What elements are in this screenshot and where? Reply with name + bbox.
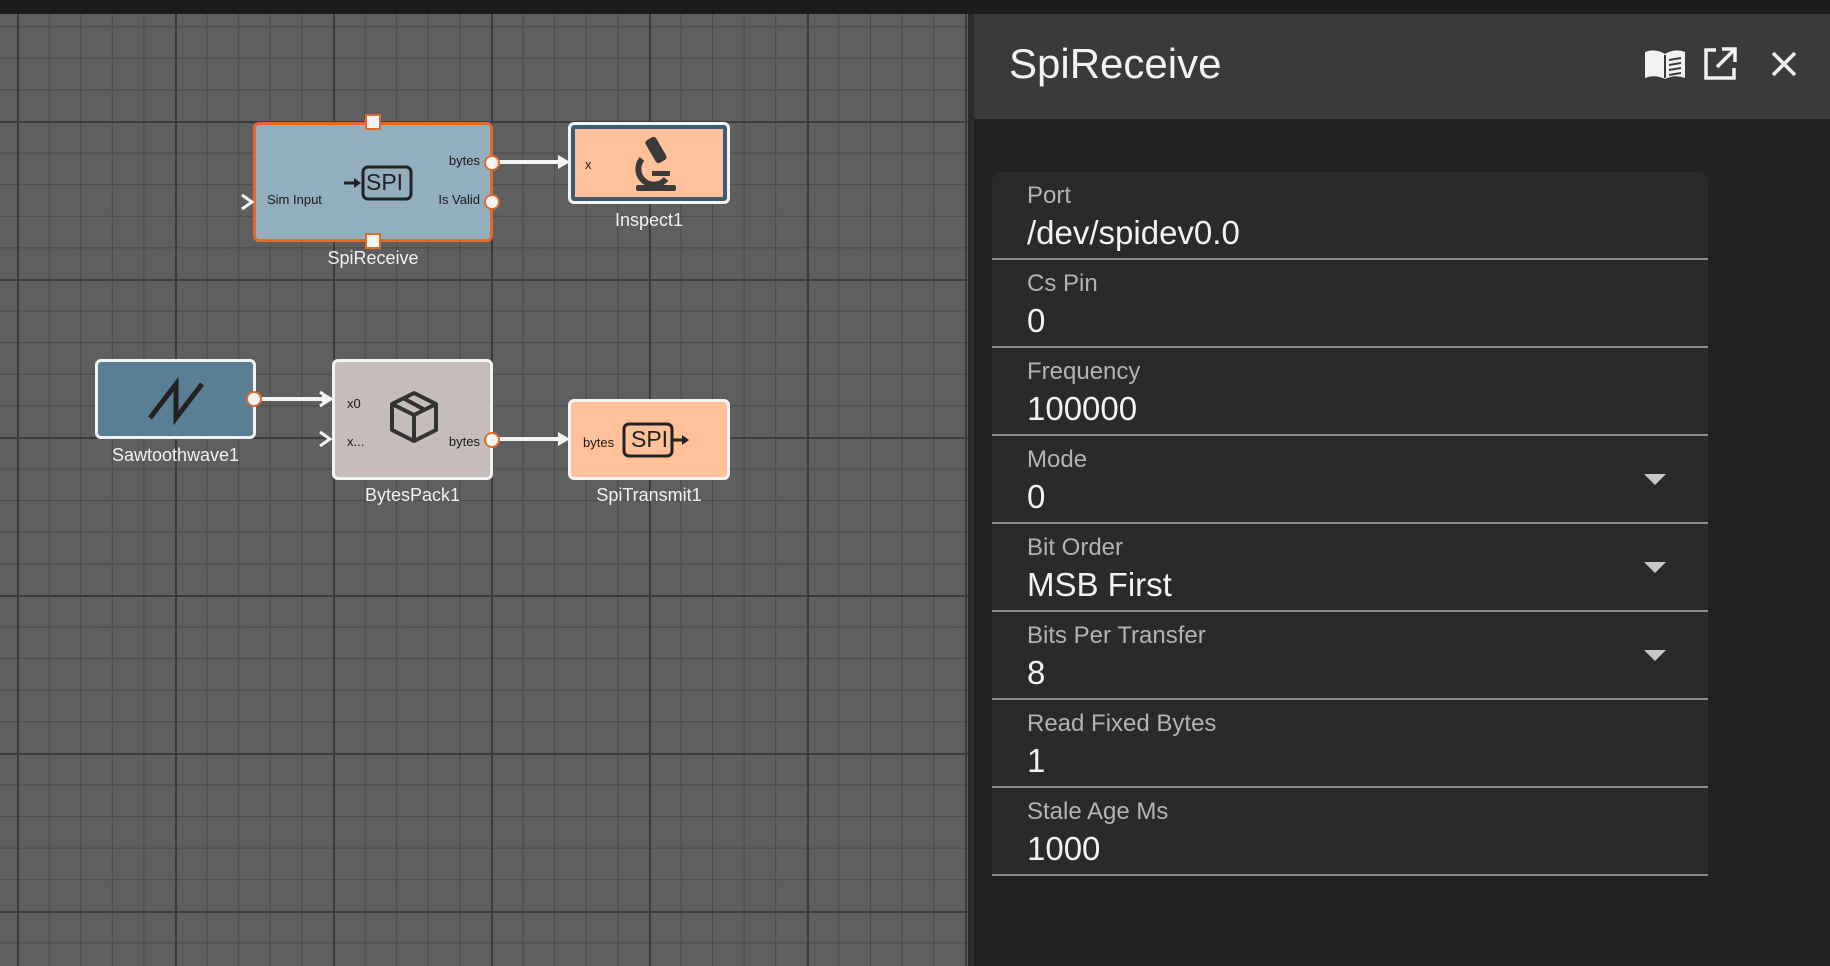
panel-title: SpiReceive bbox=[1009, 40, 1222, 87]
node-spireceive[interactable]: SPI bytes Is Valid Sim Input bbox=[253, 122, 493, 242]
dropdown-arrow-icon[interactable] bbox=[1644, 474, 1666, 485]
node-inspect1[interactable]: x bbox=[568, 122, 730, 204]
field-read-fixed-bytes[interactable]: Read Fixed Bytes 1 bbox=[992, 700, 1708, 788]
field-label: Mode bbox=[1027, 446, 1088, 473]
port-label-bytes: bytes bbox=[583, 435, 615, 450]
arrow-head bbox=[558, 432, 570, 446]
node-label-sawtoothwave1: Sawtoothwave1 bbox=[111, 445, 240, 465]
field-label: Port bbox=[1027, 182, 1072, 209]
node-label-spitransmit1: SpiTransmit1 bbox=[596, 485, 702, 505]
field-cs-pin[interactable]: Cs Pin 0 bbox=[992, 260, 1708, 348]
field-mode[interactable]: Mode 0 bbox=[992, 436, 1708, 524]
field-stale-age-ms[interactable]: Stale Age Ms 1000 bbox=[992, 788, 1708, 876]
port-label-sim-input: Sim Input bbox=[267, 192, 322, 207]
node-label-inspect1: Inspect1 bbox=[614, 210, 684, 230]
field-label: Cs Pin bbox=[1027, 270, 1098, 297]
properties-panel: SpiReceive Port /dev/spidev0.0 Cs bbox=[974, 14, 1830, 966]
field-label: Stale Age Ms bbox=[1027, 798, 1169, 825]
sawtooth-wave-icon bbox=[148, 376, 204, 426]
top-square-port[interactable] bbox=[365, 114, 381, 130]
spireceive-icon-text: SPI bbox=[366, 169, 404, 195]
top-bar bbox=[0, 0, 1830, 14]
field-value[interactable]: 8 bbox=[1027, 654, 1046, 691]
field-bit-order[interactable]: Bit Order MSB First bbox=[992, 524, 1708, 612]
port-label-x-more: x... bbox=[347, 434, 365, 449]
panel-divider[interactable] bbox=[968, 14, 974, 966]
spi-transmit-icon bbox=[622, 422, 689, 458]
microscope-icon bbox=[635, 136, 676, 191]
open-external-icon[interactable] bbox=[1702, 46, 1738, 82]
arrow-head bbox=[558, 155, 570, 169]
output-port-bytespack[interactable] bbox=[484, 432, 500, 448]
node-bytespack1[interactable]: x0 x... bytes bbox=[332, 359, 493, 480]
output-port-sawtooth[interactable] bbox=[246, 391, 262, 407]
node-label-spireceive: SpiReceive bbox=[327, 248, 419, 268]
book-icon[interactable] bbox=[1643, 46, 1687, 82]
field-value[interactable]: 1000 bbox=[1027, 830, 1101, 867]
node-label-bytespack1: BytesPack1 bbox=[364, 485, 461, 505]
port-label-x0: x0 bbox=[347, 396, 361, 411]
spi-receive-icon bbox=[344, 165, 413, 201]
port-label-x: x bbox=[585, 157, 592, 172]
input-port-x0[interactable] bbox=[318, 390, 334, 408]
graph-canvas[interactable]: SPI bytes Is Valid Sim Input SpiReceive … bbox=[0, 14, 968, 966]
node-sawtoothwave1[interactable] bbox=[95, 359, 256, 439]
dropdown-arrow-icon[interactable] bbox=[1644, 650, 1666, 661]
output-port-is-valid[interactable] bbox=[484, 194, 500, 210]
panel-header: SpiReceive bbox=[974, 14, 1830, 119]
field-bits-per-transfer[interactable]: Bits Per Transfer 8 bbox=[992, 612, 1708, 700]
field-value[interactable]: MSB First bbox=[1027, 566, 1172, 603]
field-label: Frequency bbox=[1027, 358, 1141, 385]
port-label-bytes: bytes bbox=[448, 434, 480, 449]
field-port[interactable]: Port /dev/spidev0.0 bbox=[992, 172, 1708, 260]
field-value[interactable]: 1 bbox=[1027, 742, 1046, 779]
field-label: Bits Per Transfer bbox=[1027, 622, 1206, 649]
dropdown-arrow-icon[interactable] bbox=[1644, 562, 1666, 573]
output-port-bytes[interactable] bbox=[484, 155, 500, 171]
bottom-square-port[interactable] bbox=[365, 233, 381, 249]
package-icon bbox=[390, 391, 438, 443]
field-label: Read Fixed Bytes bbox=[1027, 710, 1217, 737]
spitransmit-icon-text: SPI bbox=[631, 426, 669, 452]
field-value[interactable]: 0 bbox=[1027, 478, 1046, 515]
port-label-is-valid: Is Valid bbox=[438, 192, 480, 207]
field-value[interactable]: 100000 bbox=[1027, 390, 1138, 427]
port-label-bytes: bytes bbox=[448, 153, 480, 168]
node-spitransmit1[interactable]: bytes SPI bbox=[568, 399, 730, 480]
close-icon[interactable] bbox=[1770, 50, 1798, 78]
field-label: Bit Order bbox=[1027, 534, 1124, 561]
field-frequency[interactable]: Frequency 100000 bbox=[992, 348, 1708, 436]
input-port-x-more[interactable] bbox=[318, 430, 334, 448]
field-value[interactable]: /dev/spidev0.0 bbox=[1027, 214, 1240, 251]
field-value[interactable]: 0 bbox=[1027, 302, 1046, 339]
input-port-sim-input[interactable] bbox=[240, 193, 256, 211]
